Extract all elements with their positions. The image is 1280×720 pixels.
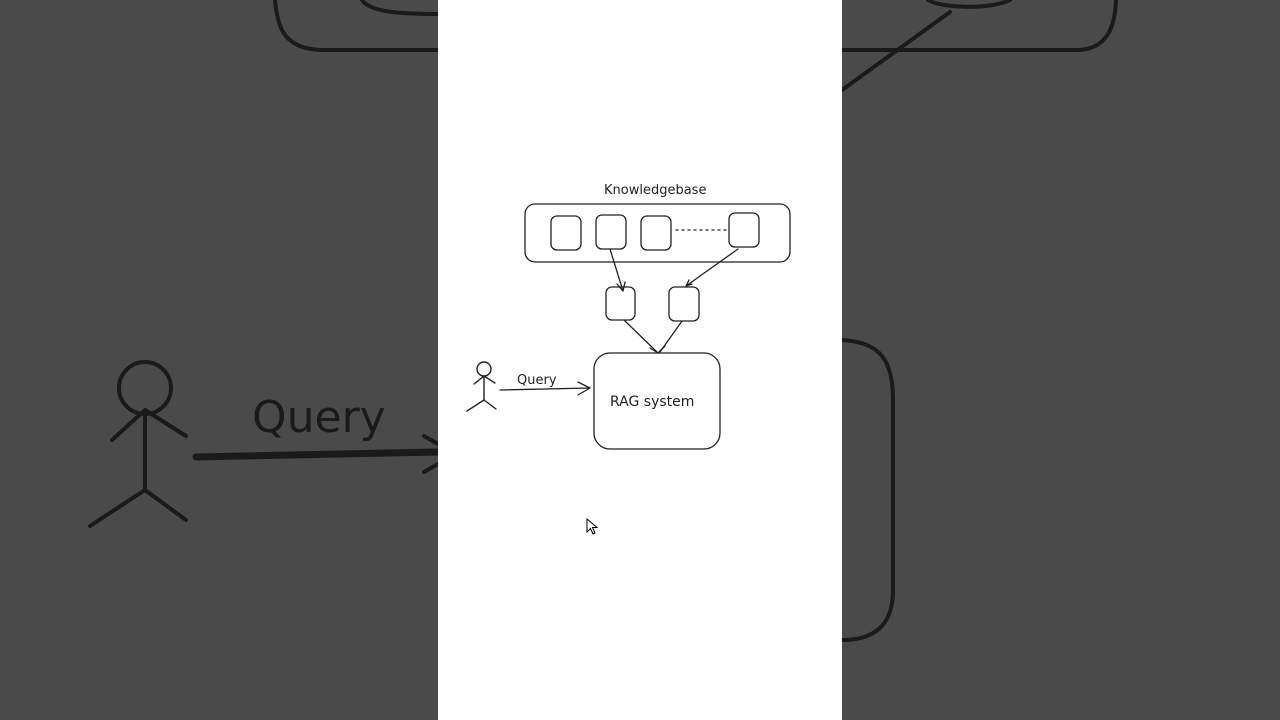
backdrop-query-label: Query [252,392,386,443]
document-chunk [550,215,582,251]
knowledgebase-container [524,203,791,263]
query-label: Query [517,373,557,388]
retrieved-chunk [668,286,700,322]
document-chunk [595,214,627,250]
mouse-cursor-icon [586,518,599,535]
document-chunk [728,212,760,248]
retrieval-arrow [685,248,739,287]
document-chunk [640,215,672,251]
rag-system-label: RAG system [610,394,694,410]
backdrop-stick-figure-icon [88,360,188,528]
retrieved-chunk [605,286,636,321]
context-arrow [623,319,658,353]
rag-system-box [593,352,721,450]
query-arrow [499,387,591,391]
rag-diagram: Knowledgebase Query RAG system [466,183,791,450]
knowledgebase-label: Knowledgebase [604,183,706,198]
video-frame: Knowledgebase Query RAG system [438,0,842,720]
retrieval-arrow [609,248,624,292]
user-stick-figure-icon [466,361,497,412]
